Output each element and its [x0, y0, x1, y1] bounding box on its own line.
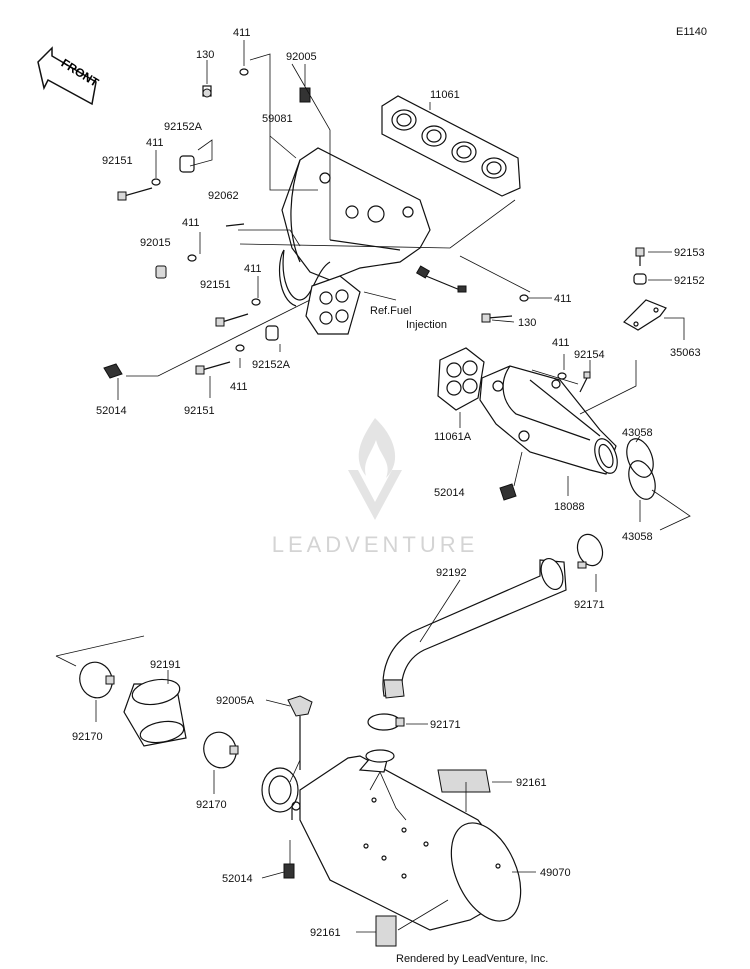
fasteners-top	[103, 68, 529, 379]
gasket-11061A	[437, 347, 485, 411]
plug-52014-c	[283, 863, 295, 879]
bolt-92151-a	[123, 187, 153, 197]
label-plate-92161-a	[437, 769, 491, 793]
leaders-lower	[55, 574, 597, 933]
clamp-92171-a	[576, 533, 604, 569]
label-92152A-b: 92152A	[252, 359, 291, 371]
label-59081: 59081	[262, 113, 293, 125]
leaders-top	[117, 40, 552, 400]
label-52014-c: 52014	[222, 873, 253, 885]
label-52014-b: 52014	[434, 487, 465, 499]
label-92151-b: 92151	[200, 279, 231, 291]
label-92005A: 92005A	[216, 695, 255, 707]
label-ref-fuel: Ref.Fuel	[370, 305, 412, 317]
watermark: LEADVENTURE	[272, 418, 479, 557]
exhaust-manifold	[278, 147, 431, 307]
clamp-92170-b	[203, 731, 239, 769]
label-92171-b: 92171	[430, 719, 461, 731]
label-92170-a: 92170	[72, 731, 103, 743]
label-92153: 92153	[674, 247, 705, 259]
label-92171-a: 92171	[574, 599, 605, 611]
washer-411-a	[239, 68, 249, 76]
nut-92152	[633, 273, 647, 285]
watermark-text: LEADVENTURE	[272, 532, 479, 557]
label-411-b: 411	[146, 137, 164, 149]
label-411-f: 411	[230, 381, 248, 393]
label-ref-injection: Injection	[406, 319, 447, 331]
label-92191: 92191	[150, 659, 181, 671]
connector-92191	[123, 678, 187, 747]
stud-92062	[225, 223, 245, 227]
label-92062: 92062	[208, 190, 239, 202]
label-411-d: 411	[244, 263, 262, 275]
label-43058-b: 43058	[622, 531, 653, 543]
label-92154: 92154	[574, 349, 605, 361]
label-92151-c: 92151	[184, 405, 215, 417]
clamps-43058	[626, 438, 656, 500]
plug-52014-a	[103, 363, 123, 379]
muffler-inlet	[261, 767, 299, 813]
label-92005: 92005	[286, 51, 317, 63]
label-92152A-a: 92152A	[164, 121, 203, 133]
pipe-92192	[382, 557, 567, 699]
exhaust-body-18088	[479, 365, 618, 475]
fitting-92005A	[287, 695, 313, 770]
label-52014-a: 52014	[96, 405, 127, 417]
label-92015: 92015	[140, 237, 171, 249]
label-11061: 11061	[430, 89, 460, 101]
label-130-a: 130	[196, 49, 214, 61]
footer-credit: Rendered by LeadVenture, Inc.	[396, 953, 548, 965]
watermark-v-icon	[348, 470, 402, 520]
label-411-g: 411	[552, 337, 570, 349]
clamp-92170-a	[79, 661, 115, 699]
label-92161-b: 92161	[310, 927, 341, 939]
spacer-92152A-a	[179, 155, 195, 173]
label-411-e: 411	[554, 293, 572, 305]
label-92151-a: 92151	[102, 155, 133, 167]
label-plate-92161-b	[375, 915, 397, 947]
label-92161-a: 92161	[516, 777, 547, 789]
label-43058-a: 43058	[622, 427, 653, 439]
part-labels: 411 130 92005 11061 59081 92152A 411 921…	[72, 27, 705, 939]
diagram-code: E1140	[676, 26, 707, 38]
fasteners-middle	[499, 247, 647, 501]
label-11061A: 11061A	[434, 431, 472, 443]
front-arrow-icon: FRONT	[37, 46, 102, 106]
leaders-middle	[459, 251, 691, 531]
manifold-gasket-11061	[381, 95, 521, 197]
fuel-injection-sensor	[415, 265, 467, 293]
label-411-c: 411	[182, 217, 200, 229]
label-92192: 92192	[436, 567, 467, 579]
nut-92015	[155, 265, 167, 279]
bracket-35063	[623, 299, 667, 331]
label-130-b: 130	[518, 317, 536, 329]
outlet-gasket	[305, 275, 361, 335]
label-35063: 35063	[670, 347, 701, 359]
clamp-92171-b	[367, 713, 405, 731]
label-92152: 92152	[674, 275, 705, 287]
fitting-92005	[299, 87, 311, 103]
watermark-flame-icon	[358, 418, 396, 478]
muffler-49070	[261, 749, 522, 931]
label-49070: 49070	[540, 867, 571, 879]
bolt-92153	[635, 247, 645, 257]
label-411-a: 411	[233, 27, 251, 39]
label-18088: 18088	[554, 501, 585, 513]
label-92170-b: 92170	[196, 799, 227, 811]
plug-52014-b	[499, 483, 517, 501]
